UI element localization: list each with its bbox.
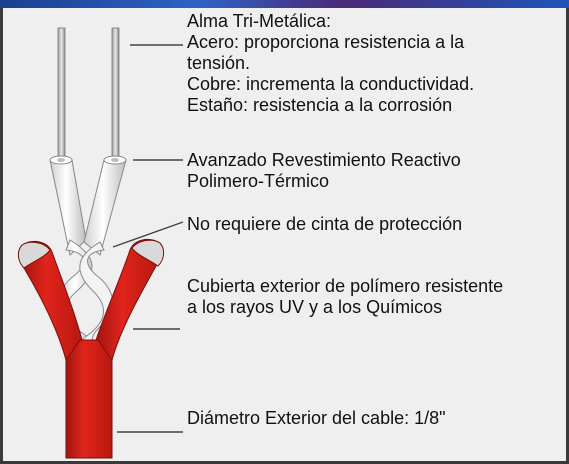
header-band <box>0 0 569 8</box>
label-core-line1: Acero: proporciona resistencia a la <box>187 32 465 52</box>
label-jacket-line1: Cubierta exterior de polímero resistente <box>187 276 504 296</box>
label-jacket-line2: a los rayos UV y a los Químicos <box>187 297 443 317</box>
label-tape: No requiere de cinta de protección <box>187 214 462 235</box>
label-core-line3: Cobre: incrementa la conductividad. <box>187 74 475 94</box>
outer-jacket <box>17 239 165 459</box>
callout-lines <box>112 44 184 433</box>
label-core-line2: tensión. <box>187 53 251 73</box>
label-coating-line2: Polimero-Térmico <box>187 171 330 191</box>
label-jacket: Cubierta exterior de polímero resistente… <box>187 276 503 318</box>
label-tape-line1: No requiere de cinta de protección <box>187 214 463 234</box>
label-core-line4: Estaño: resistencia a la corrosión <box>187 95 453 115</box>
label-core-title: Alma Tri-Metálica: <box>187 11 332 31</box>
leader-line-tape <box>112 221 184 248</box>
label-core: Alma Tri-Metálica: Acero: proporciona re… <box>187 11 474 116</box>
label-coating: Avanzado Revestimiento Reactivo Polimero… <box>187 150 461 192</box>
label-diameter: Diámetro Exterior del cable: 1/8" <box>187 408 446 429</box>
label-diameter-line1: Diámetro Exterior del cable: 1/8" <box>187 408 446 428</box>
insulated-leads <box>49 155 127 256</box>
label-coating-line1: Avanzado Revestimiento Reactivo <box>187 150 461 170</box>
conductor-wires <box>57 27 120 164</box>
